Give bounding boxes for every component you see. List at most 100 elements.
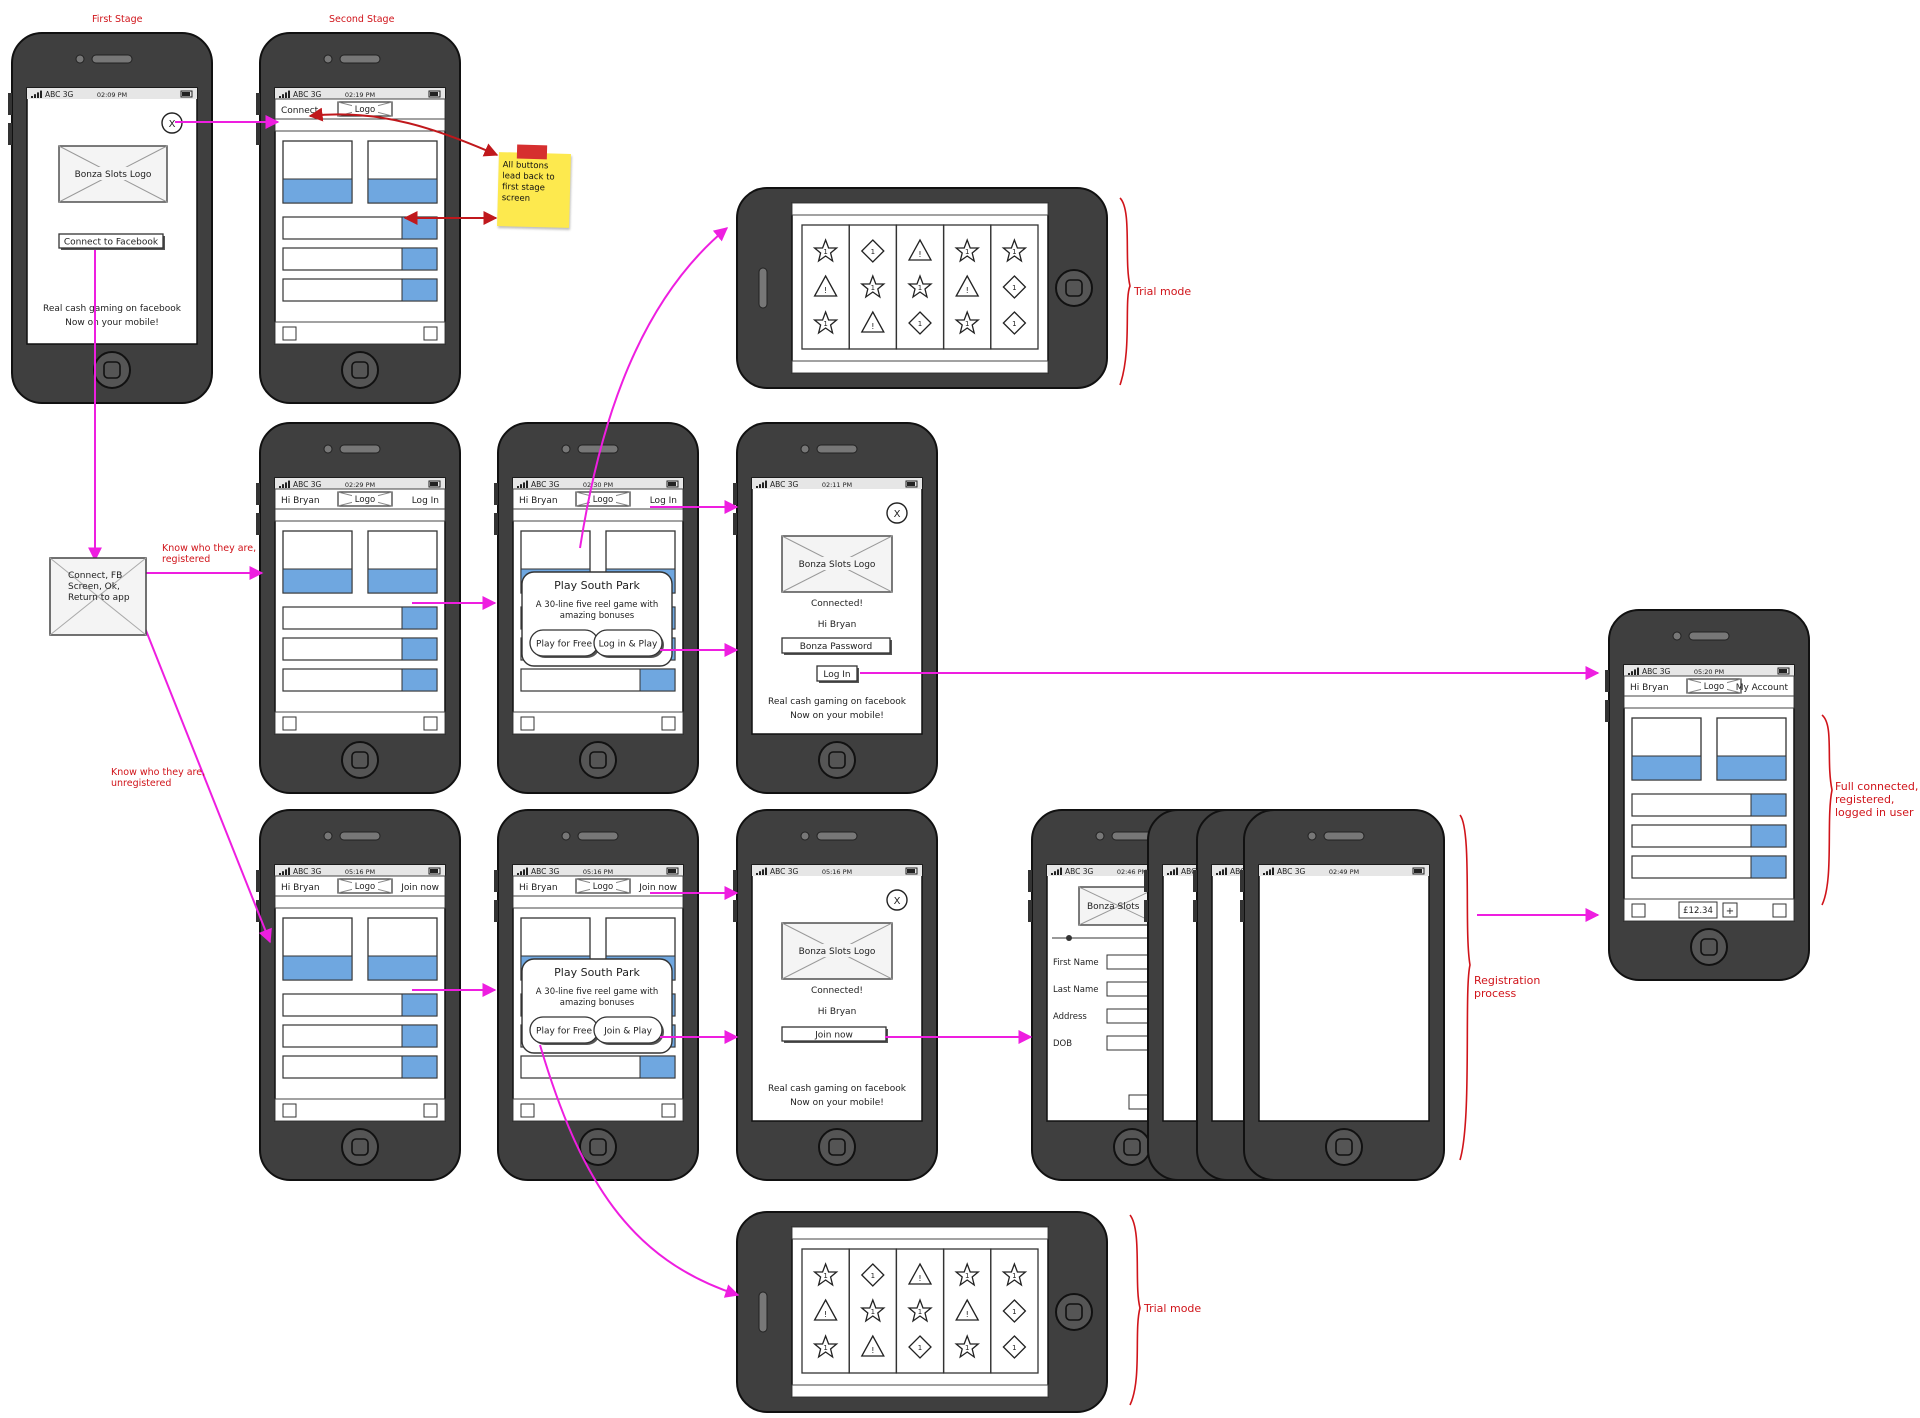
signal-icon (517, 486, 519, 488)
nav-right-label[interactable]: Log In (412, 496, 439, 506)
login-button[interactable]: Log In (816, 665, 859, 683)
nav-left-label[interactable]: Connect (281, 106, 319, 116)
home-icon (828, 1138, 846, 1156)
tape (516, 144, 548, 160)
bottom-left-icon[interactable] (282, 326, 297, 341)
signal-icon (520, 484, 522, 488)
home-icon (351, 1138, 369, 1156)
home-button[interactable] (818, 741, 856, 779)
signal-icon (282, 484, 284, 488)
volume-button (1605, 670, 1609, 692)
phone-trial-bottom (736, 1211, 1108, 1413)
join-now-button[interactable]: Join now (781, 1026, 888, 1043)
game-row-button[interactable] (401, 1024, 438, 1048)
bottom-bar (274, 321, 446, 345)
nav-right-label[interactable]: Join now (638, 883, 677, 893)
game-row-button[interactable] (1750, 855, 1787, 879)
nav-left-label[interactable]: Hi Bryan (281, 883, 320, 893)
bottom-left-icon[interactable] (520, 716, 535, 731)
speaker-slot (816, 831, 858, 841)
play-free-button[interactable]: Play for Free (529, 629, 600, 658)
home-button[interactable] (93, 351, 131, 389)
status-bar (513, 478, 683, 489)
battery-fill (668, 869, 676, 873)
speaker-slot (577, 831, 619, 841)
bottom-right-icon[interactable] (1772, 903, 1787, 918)
game-tile-banner (282, 955, 353, 981)
game-row-button[interactable] (401, 637, 438, 661)
bottom-right-icon[interactable] (423, 716, 438, 731)
bottom-right-icon[interactable] (661, 716, 676, 731)
login-play-button[interactable]: Log in & Play (593, 629, 664, 658)
signal-icon (40, 90, 42, 98)
connect-facebook-button[interactable]: Connect to Facebook (58, 233, 165, 250)
home-button[interactable] (1055, 1293, 1093, 1331)
home-button[interactable] (1113, 1128, 1151, 1166)
battery-icon (666, 867, 679, 875)
game-row-button[interactable] (401, 668, 438, 692)
camera-icon (1672, 631, 1682, 641)
home-button[interactable] (341, 1128, 379, 1166)
bottom-left-icon[interactable] (282, 1103, 297, 1118)
signal-icon (279, 486, 281, 488)
home-button[interactable] (1055, 269, 1093, 307)
game-row-button[interactable] (639, 1055, 676, 1079)
game-row-button[interactable] (401, 247, 438, 271)
game-row-button[interactable] (401, 993, 438, 1017)
carrier-label: ABC 3G (770, 867, 799, 876)
nav-left-label[interactable]: Hi Bryan (1630, 683, 1669, 693)
note-arrow-top (308, 107, 499, 157)
home-button[interactable] (818, 1128, 856, 1166)
nav-right-label[interactable]: My Account (1736, 683, 1789, 693)
nav-left-label[interactable]: Hi Bryan (519, 496, 558, 506)
home-icon (589, 1138, 607, 1156)
form-next-button[interactable] (1128, 1094, 1150, 1110)
home-button[interactable] (341, 351, 379, 389)
home-button[interactable] (579, 1128, 617, 1166)
game-tile-banner (367, 955, 438, 981)
add-funds-button[interactable] (1722, 902, 1738, 918)
top-bar (791, 202, 1049, 216)
home-button[interactable] (1690, 928, 1728, 966)
close-button[interactable]: X (886, 502, 908, 524)
volume-button (1028, 870, 1032, 892)
signal-icon (762, 869, 764, 875)
game-row-button[interactable] (401, 606, 438, 630)
status-time: 02:29 PM (345, 481, 375, 489)
button-face (781, 1026, 887, 1042)
bottom-left-icon[interactable] (282, 716, 297, 731)
bottom-left-icon[interactable] (520, 1103, 535, 1118)
nav-left-label[interactable]: Hi Bryan (519, 883, 558, 893)
signal-icon (1216, 873, 1218, 875)
game-row-button[interactable] (1750, 824, 1787, 848)
bottom-right-icon[interactable] (423, 326, 438, 341)
label-first-stage: First Stage (92, 14, 143, 25)
join-play-button[interactable]: Join & Play (593, 1016, 664, 1045)
popup-description: amazing bonuses (560, 611, 635, 621)
game-row-button[interactable] (401, 278, 438, 302)
game-row-button[interactable] (639, 668, 676, 692)
bottom-right-icon[interactable] (423, 1103, 438, 1118)
status-bar (513, 865, 683, 876)
button-label: Log In (823, 670, 850, 680)
play-free-button[interactable]: Play for Free (529, 1016, 600, 1045)
bottom-left-icon[interactable] (1631, 903, 1646, 918)
speaker-slot (758, 267, 768, 309)
close-button[interactable]: X (886, 889, 908, 911)
game-row-button[interactable] (1750, 793, 1787, 817)
nav-right-label[interactable]: Log In (650, 496, 677, 506)
tagline-line1: Real cash gaming on facebook (43, 304, 182, 314)
game-row-button[interactable] (401, 1055, 438, 1079)
home-button[interactable] (341, 741, 379, 779)
home-button[interactable] (579, 741, 617, 779)
bottom-right-icon[interactable] (661, 1103, 676, 1118)
password-field[interactable]: Bonza Password (781, 637, 892, 655)
game-tile-banner (1631, 755, 1702, 781)
game-row-button[interactable] (401, 216, 438, 240)
home-button[interactable] (1325, 1128, 1363, 1166)
nav-right-label[interactable]: Join now (400, 883, 439, 893)
battery-icon (180, 90, 193, 98)
nav-left-label[interactable]: Hi Bryan (281, 496, 320, 506)
